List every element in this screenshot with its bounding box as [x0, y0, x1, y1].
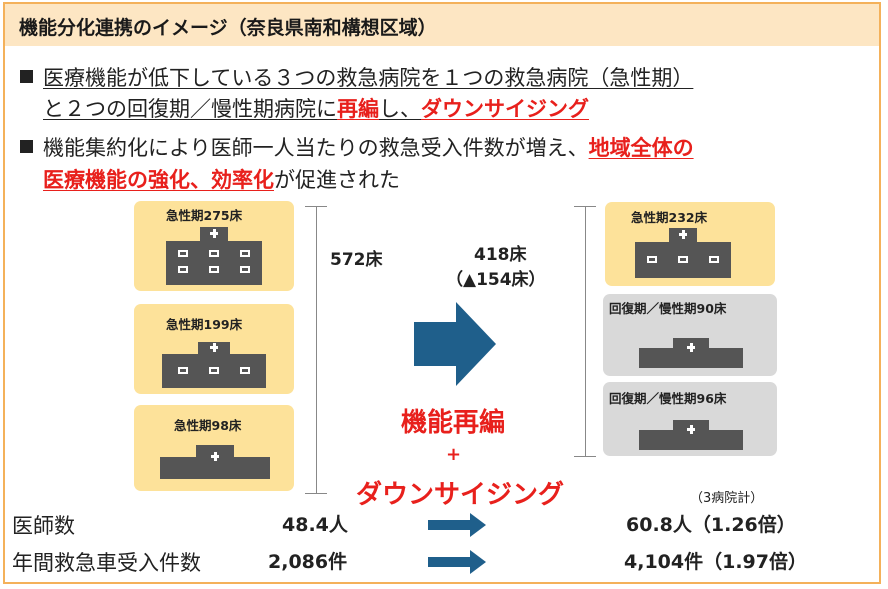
- after-hospital-2: 回復期／慢性期90床: [603, 294, 777, 376]
- doctors-label: 医師数: [12, 514, 75, 538]
- after-bracket-line: [585, 206, 586, 456]
- bullet-square-icon: [20, 140, 33, 153]
- after-hospital-2-label: 回復期／慢性期90床: [609, 301, 727, 316]
- downsizing-label: ダウンサイジング: [356, 480, 565, 510]
- bullet-2-line-2b: が促進された: [274, 168, 400, 192]
- before-hospital-1: 急性期275床: [134, 201, 294, 291]
- slide-title: 機能分化連携のイメージ（奈良県南和構想区域）: [19, 17, 437, 39]
- right-arrow-icon: [428, 550, 486, 574]
- hospital-icon: [160, 445, 270, 479]
- bullet-square-icon: [20, 70, 33, 83]
- before-bracket-line: [316, 206, 317, 493]
- before-total: 572床: [330, 250, 383, 270]
- doctors-before: 48.4人: [282, 514, 348, 536]
- bullet-2-red-1: 地域全体の: [588, 136, 694, 160]
- bullet-1-line-1: 医療機能が低下している３つの救急病院を１つの救急病院（急性期）: [43, 66, 694, 90]
- plus-sign: +: [446, 444, 462, 465]
- after-hospital-1-label: 急性期232床: [631, 210, 708, 225]
- reorganization-label: 機能再編: [401, 408, 506, 438]
- after-total: 418床: [474, 245, 527, 265]
- after-hospital-1: 急性期232床: [605, 202, 775, 286]
- before-hospital-1-label: 急性期275床: [166, 208, 243, 223]
- before-hospital-3: 急性期98床: [134, 405, 294, 491]
- before-hospital-3-label: 急性期98床: [174, 418, 242, 433]
- bullet-2-red-2: 医療機能の強化、効率化: [43, 168, 274, 192]
- hospital-icon: [639, 338, 743, 368]
- right-arrow-icon: [414, 302, 496, 386]
- after-hospital-3-label: 回復期／慢性期96床: [609, 391, 727, 406]
- bullet-2: 機能集約化により医師一人当たりの救急受入件数が増え、地域全体の: [20, 133, 694, 164]
- hospital-icon: [635, 228, 731, 278]
- after-hospital-3: 回復期／慢性期96床: [603, 382, 777, 456]
- title-bar: 機能分化連携のイメージ（奈良県南和構想区域）: [5, 4, 879, 46]
- before-hospital-2-label: 急性期199床: [166, 317, 243, 332]
- hospital-icon: [162, 342, 266, 388]
- ambulance-label: 年間救急車受入件数: [12, 551, 201, 575]
- bullet-1-line-2a: と２つの回復期／慢性期病院に: [43, 97, 337, 121]
- doctors-after: 60.8人（1.26倍）: [626, 514, 796, 536]
- hospital-icon: [639, 420, 743, 450]
- bullet-1-cont: と２つの回復期／慢性期病院に再編し、ダウンサイジング: [43, 94, 589, 125]
- bullet-2-line-1: 機能集約化により医師一人当たりの救急受入件数が増え、: [43, 136, 589, 160]
- bullet-2-cont: 医療機能の強化、効率化が促進された: [43, 165, 400, 196]
- bullet-1-line-2b: し、: [379, 97, 421, 121]
- bullet-1: 医療機能が低下している３つの救急病院を１つの救急病院（急性期）: [20, 63, 693, 94]
- bullet-1-red-1: 再編: [337, 97, 379, 121]
- three-hospital-total-note: （3病院計）: [690, 491, 764, 506]
- right-arrow-icon: [428, 513, 486, 537]
- before-bracket-bottom: [305, 493, 327, 494]
- bullet-1-red-2: ダウンサイジング: [421, 97, 589, 121]
- after-diff: （▲154床）: [446, 270, 546, 290]
- ambulance-before: 2,086件: [268, 551, 348, 573]
- after-bracket-bottom: [574, 456, 596, 457]
- hospital-icon: [166, 227, 262, 285]
- before-hospital-2: 急性期199床: [134, 304, 294, 394]
- ambulance-after: 4,104件（1.97倍）: [624, 551, 807, 573]
